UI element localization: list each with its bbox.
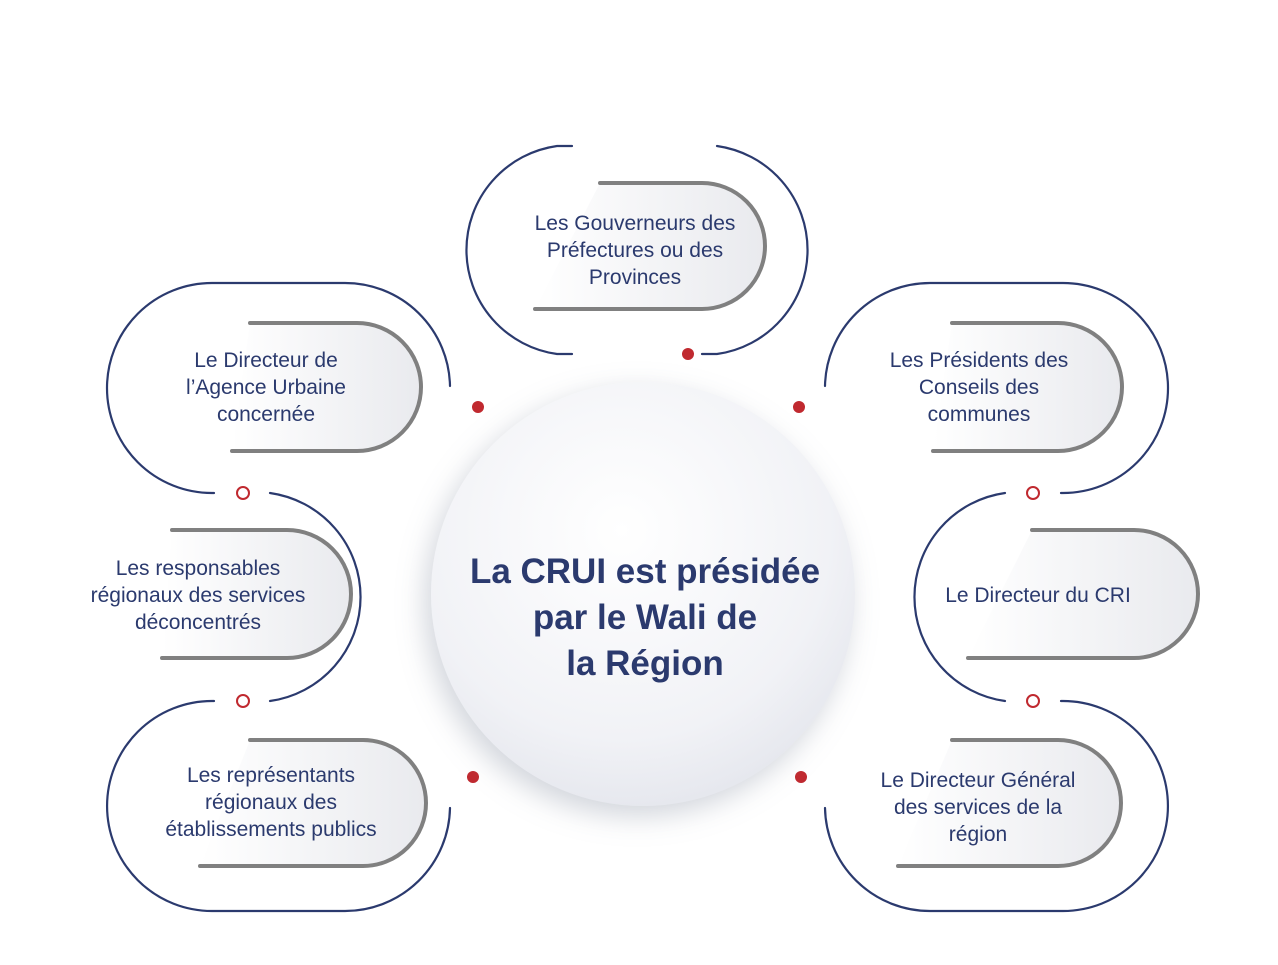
connector-dot (793, 401, 805, 413)
member-card-regional-services (160, 491, 362, 703)
connector-dot (472, 401, 484, 413)
center-circle (431, 382, 855, 806)
card-outline (913, 491, 1007, 703)
member-label-urban-agency: Le Directeur de l’Agence Urbaine concern… (186, 348, 346, 426)
member-label-public-establishments: Les représentants régionaux des établiss… (165, 763, 377, 841)
member-card-public-establishments (105, 699, 452, 913)
member-label-cri-director: Le Directeur du CRI (945, 583, 1131, 607)
center-title: La CRUI est présidée par le Wali de la R… (469, 551, 821, 683)
connector-ring (236, 694, 250, 708)
member-label-governors: Les Gouverneurs des Préfectures ou des P… (534, 211, 736, 289)
connector-dot (795, 771, 807, 783)
card-outline (105, 281, 452, 495)
card-outline (823, 699, 1170, 913)
connector-ring (1026, 694, 1040, 708)
card-pill (198, 738, 428, 868)
member-card-director-general (823, 699, 1170, 913)
card-outline (465, 144, 809, 356)
card-pill (533, 181, 767, 311)
member-label-director-general: Le Directeur Général des services de la … (880, 768, 1076, 846)
member-card-urban-agency (105, 281, 452, 495)
card-pill (230, 321, 423, 453)
card-pill (160, 528, 353, 660)
card-outline (823, 281, 1170, 495)
connector-ring (236, 486, 250, 500)
card-pill (966, 528, 1200, 660)
member-label-commune-presidents: Les Présidents des Conseils des communes (889, 348, 1069, 426)
card-pill (896, 738, 1123, 868)
connector-dot (682, 348, 694, 360)
member-card-cri-director (913, 491, 1200, 703)
connector-dot (467, 771, 479, 783)
member-card-governors (465, 144, 809, 356)
member-label-regional-services: Les responsables régionaux des services … (90, 556, 306, 634)
card-pill (931, 321, 1124, 453)
connector-ring (1026, 486, 1040, 500)
card-outline (268, 491, 362, 703)
member-card-commune-presidents (823, 281, 1170, 495)
card-outline (105, 699, 452, 913)
